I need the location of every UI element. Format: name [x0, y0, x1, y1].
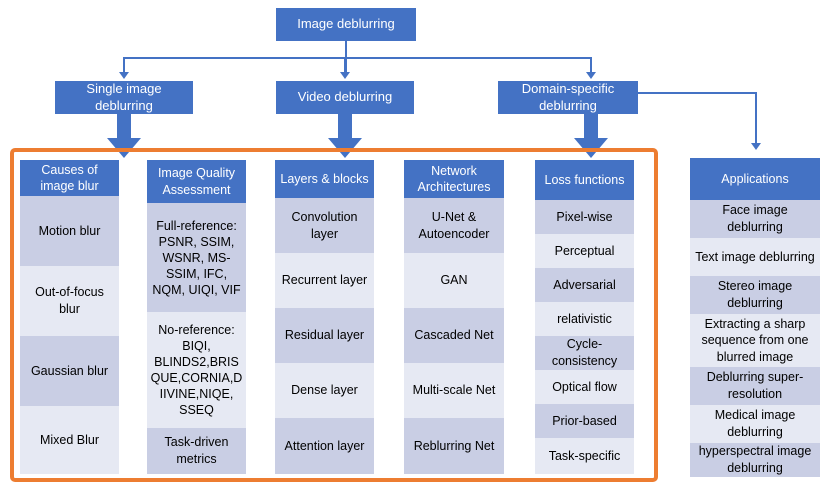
connector-bus: [123, 57, 591, 59]
column-network-architectures: Network Architectures U-Net & Autoencode…: [404, 160, 504, 474]
arrowhead-down-icon-domain: [586, 72, 596, 79]
column-loss-functions: Loss functions Pixel-wise Perceptual Adv…: [535, 160, 634, 474]
arrowhead-down-icon-applications: [751, 143, 761, 150]
list-item: Reblurring Net: [404, 418, 504, 474]
column-header-iqa: Image Quality Assessment: [147, 160, 246, 203]
list-item: U-Net & Autoencoder: [404, 198, 504, 253]
connector-domain-to-applications-vertical: [755, 92, 757, 145]
connector-domain-to-applications-horizontal: [638, 92, 757, 94]
list-item: Cycle-consistency: [535, 336, 634, 370]
list-item: Task-specific: [535, 438, 634, 474]
list-item: Gaussian blur: [20, 336, 119, 406]
list-item: hyperspectral image deblurring: [690, 443, 820, 477]
list-item: Residual layer: [275, 308, 374, 363]
arrowhead-down-icon-single: [119, 72, 129, 79]
list-item: Recurrent layer: [275, 253, 374, 308]
list-item: Text image deblurring: [690, 238, 820, 276]
column-applications: Applications Face image deblurring Text …: [690, 158, 820, 477]
list-item: Face image deblurring: [690, 200, 820, 238]
list-item: No-reference: BIQI, BLINDS2,BRISQUE,CORN…: [147, 312, 246, 428]
node-domain-specific-deblurring: Domain-specific deblurring: [498, 81, 638, 114]
connector-drop-video: [344, 57, 346, 74]
list-item: Full-reference: PSNR, SSIM, WSNR, MS-SSI…: [147, 203, 246, 312]
column-header-networks: Network Architectures: [404, 160, 504, 198]
list-item: relativistic: [535, 302, 634, 336]
list-item: Adversarial: [535, 268, 634, 302]
list-item: Pixel-wise: [535, 200, 634, 234]
list-item: Mixed Blur: [20, 406, 119, 474]
list-item: Out-of-focus blur: [20, 266, 119, 336]
column-layers-and-blocks: Layers & blocks Convolution layer Recurr…: [275, 160, 374, 474]
list-item: Stereo image deblurring: [690, 276, 820, 314]
arrowhead-down-icon-video: [340, 72, 350, 79]
list-item: Extracting a sharp sequence from one blu…: [690, 314, 820, 367]
list-item: Prior-based: [535, 404, 634, 438]
list-item: Attention layer: [275, 418, 374, 474]
column-header-loss: Loss functions: [535, 160, 634, 200]
column-causes-of-image-blur: Causes of image blur Motion blur Out-of-…: [20, 160, 119, 474]
list-item: Optical flow: [535, 370, 634, 404]
list-item: Motion blur: [20, 196, 119, 266]
node-video-deblurring: Video deblurring: [276, 81, 414, 114]
group-frame-single-image-deblurring: [10, 148, 658, 482]
column-header-applications: Applications: [690, 158, 820, 200]
list-item: Multi-scale Net: [404, 363, 504, 418]
connector-drop-single: [123, 57, 125, 74]
list-item: Task-driven metrics: [147, 428, 246, 474]
list-item: Deblurring super-resolution: [690, 367, 820, 405]
column-header-layers: Layers & blocks: [275, 160, 374, 198]
list-item: Convolution layer: [275, 198, 374, 253]
node-single-image-deblurring: Single image deblurring: [55, 81, 193, 114]
list-item: GAN: [404, 253, 504, 308]
connector-drop-domain: [590, 57, 592, 74]
list-item: Perceptual: [535, 234, 634, 268]
list-item: Medical image deblurring: [690, 405, 820, 443]
column-header-causes: Causes of image blur: [20, 160, 119, 196]
column-image-quality-assessment: Image Quality Assessment Full-reference:…: [147, 160, 246, 474]
list-item: Dense layer: [275, 363, 374, 418]
node-image-deblurring: Image deblurring: [276, 8, 416, 41]
list-item: Cascaded Net: [404, 308, 504, 363]
